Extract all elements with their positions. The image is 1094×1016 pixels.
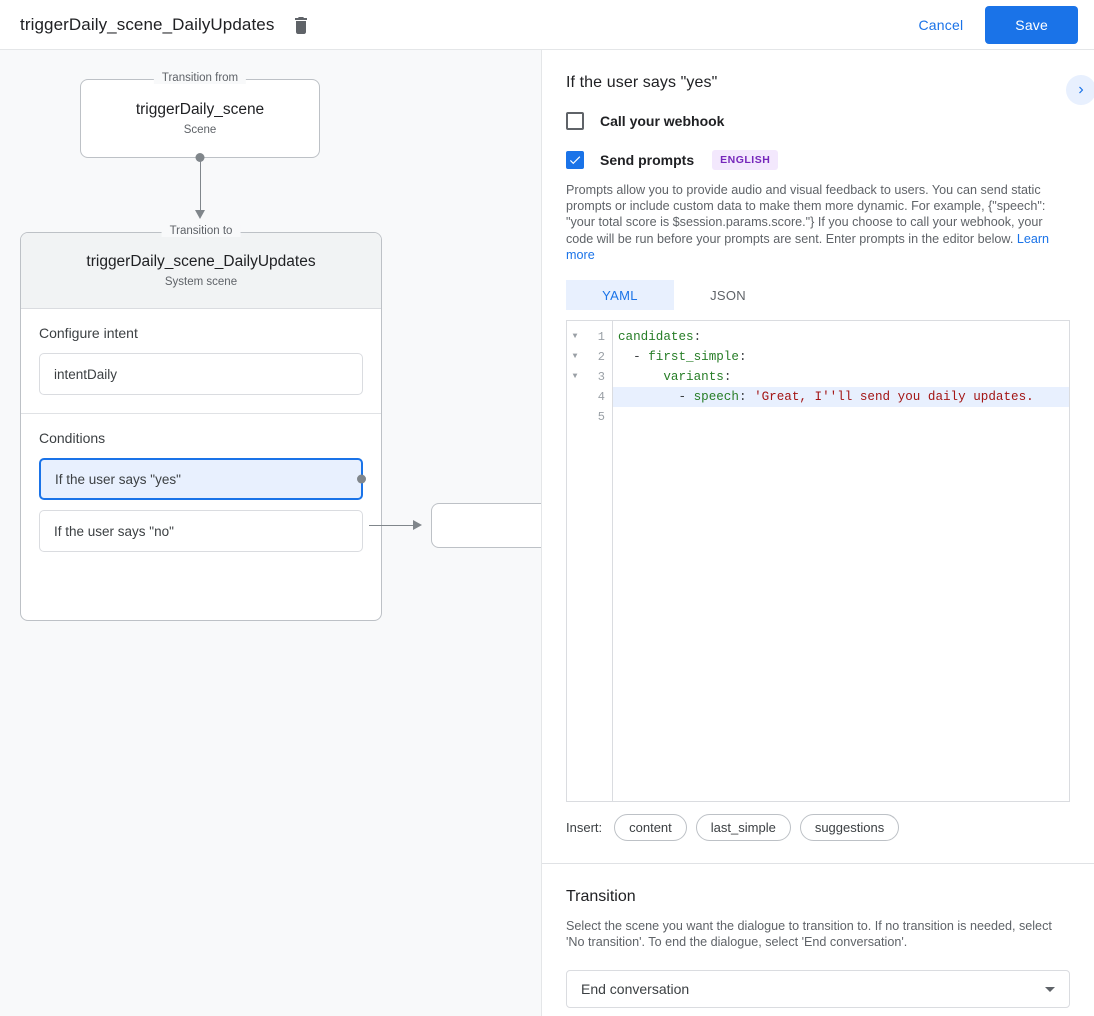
webhook-row[interactable]: Call your webhook (566, 112, 1070, 130)
panel-title: If the user says "yes" (566, 74, 718, 91)
editor-line-number: 3 (597, 370, 605, 385)
tab-json[interactable]: JSON (710, 287, 746, 303)
insert-chip-content[interactable]: content (614, 814, 687, 842)
transition-from-title: triggerDaily_scene (135, 101, 265, 118)
code-token: : (693, 330, 702, 345)
trash-icon[interactable] (288, 12, 314, 38)
code-token: 'Great, I''ll send you daily updates. (754, 390, 1034, 405)
insert-label: Insert: (566, 820, 603, 836)
prompts-description-text: Prompts allow you to provide audio and v… (566, 183, 1046, 246)
topbar-actions: Cancel Save (905, 5, 1094, 44)
cancel-button[interactable]: Cancel (905, 8, 978, 42)
editor-line-number: 5 (597, 410, 605, 425)
editor-gutter-line: 5 (567, 407, 612, 427)
code-token: - (618, 350, 649, 365)
editor-gutter-line: ▼1 (567, 327, 612, 347)
prompts-description: Prompts allow you to provide audio and v… (566, 182, 1070, 263)
editor-code-line[interactable]: - first_simple: (613, 347, 1069, 367)
language-badge: ENGLISH (712, 150, 779, 170)
code-token: variants (663, 370, 724, 385)
editor-line-number: 1 (597, 330, 605, 345)
insert-chips-row: Insert: content last_simple suggestions (566, 814, 1070, 842)
code-token: first_simple (648, 350, 739, 365)
target-node[interactable] (431, 503, 541, 548)
intent-value-box[interactable]: intentDaily (39, 353, 363, 395)
transition-section: Transition Select the scene you want the… (566, 864, 1070, 1009)
edge-from-to (200, 158, 201, 215)
editor-gutter-line: ▼3 (567, 367, 612, 387)
fold-arrow-icon[interactable]: ▼ (572, 352, 578, 362)
editor-gutter-line: 4 (567, 387, 612, 407)
code-token (618, 370, 663, 384)
condition-output-port[interactable] (357, 474, 366, 484)
chevron-right-icon[interactable] (1066, 75, 1094, 105)
code-token: candidates (618, 330, 694, 345)
transition-select-value: End conversation (581, 981, 690, 998)
fold-arrow-icon[interactable]: ▼ (572, 332, 578, 342)
transition-title: Transition (566, 888, 636, 906)
code-token: : (738, 350, 747, 365)
insert-chip-last-simple[interactable]: last_simple (695, 814, 791, 842)
transition-to-title: triggerDaily_scene_DailyUpdates (86, 253, 316, 270)
code-token: - (618, 390, 694, 405)
call-webhook-checkbox[interactable] (566, 112, 584, 130)
transition-description: Select the scene you want the dialogue t… (566, 919, 1052, 950)
condition-item-yes[interactable]: If the user says "yes" (39, 458, 366, 500)
edge-arrow-down-icon (195, 210, 205, 219)
editor-gutter-line: ▼2 (567, 347, 612, 367)
transition-to-legend: Transition to (161, 225, 241, 237)
transition-from-subtitle: Scene (183, 124, 217, 136)
section-divider (542, 863, 1094, 865)
edge-arrow-right-icon (413, 520, 422, 530)
code-token: : (723, 370, 732, 385)
editor-code-line[interactable] (613, 407, 1069, 427)
save-button[interactable]: Save (985, 5, 1078, 44)
transition-from-node[interactable]: Transition from triggerDaily_scene Scene (80, 72, 320, 162)
editor-format-tabs: YAML JSON (566, 280, 1070, 311)
editor-code-line[interactable]: candidates: (613, 327, 1069, 347)
send-prompts-label: Send prompts (600, 152, 695, 168)
page-title: triggerDaily_scene_DailyUpdates (20, 14, 275, 34)
scene-graph-canvas[interactable]: Transition from triggerDaily_scene Scene… (0, 50, 541, 1016)
call-webhook-label: Call your webhook (600, 113, 725, 129)
configure-intent-label: Configure intent (39, 325, 138, 341)
edge-condition-to-target (369, 525, 415, 526)
top-app-bar: triggerDaily_scene_DailyUpdates Cancel S… (0, 0, 1094, 50)
editor-code-area[interactable]: candidates: - first_simple: variants: - … (613, 321, 1069, 801)
transition-to-node[interactable]: Transition to triggerDaily_scene_DailyUp… (20, 225, 382, 621)
transition-to-header: triggerDaily_scene_DailyUpdates System s… (21, 233, 381, 309)
chevron-down-icon (1045, 986, 1055, 992)
learn-more-link[interactable]: Learn more (566, 231, 1050, 262)
transition-select[interactable]: End conversation (566, 970, 1070, 1009)
tab-yaml[interactable]: YAML (566, 280, 674, 311)
condition-item-yes-label: If the user says "yes" (55, 471, 181, 487)
conditions-label: Conditions (39, 430, 106, 446)
conditions-section: Conditions If the user says "yes" If the… (21, 414, 381, 570)
fold-arrow-icon[interactable]: ▼ (572, 372, 578, 382)
node-output-port[interactable] (195, 153, 205, 162)
panel-header: If the user says "yes" (542, 50, 1094, 92)
send-prompts-row[interactable]: Send prompts ENGLISH (566, 150, 1070, 170)
configure-intent-section: Configure intent intentDaily (21, 309, 381, 414)
editor-line-number: 4 (597, 390, 605, 405)
panel-body: Call your webhook Send prompts ENGLISH P… (542, 112, 1094, 1009)
send-prompts-checkbox[interactable] (566, 151, 584, 169)
condition-item-no[interactable]: If the user says "no" (39, 510, 363, 552)
code-token: speech (693, 390, 739, 405)
transition-from-legend: Transition from (153, 72, 247, 84)
insert-chip-suggestions[interactable]: suggestions (799, 814, 900, 842)
editor-line-number: 2 (597, 350, 605, 365)
transition-to-subtitle: System scene (164, 276, 238, 288)
code-token: : (738, 390, 755, 405)
condition-details-panel: If the user says "yes" Call your webhook… (541, 50, 1094, 1016)
editor-code-line[interactable]: variants: (613, 367, 1069, 387)
editor-code-line[interactable]: - speech: 'Great, I''ll send you daily u… (613, 387, 1069, 408)
